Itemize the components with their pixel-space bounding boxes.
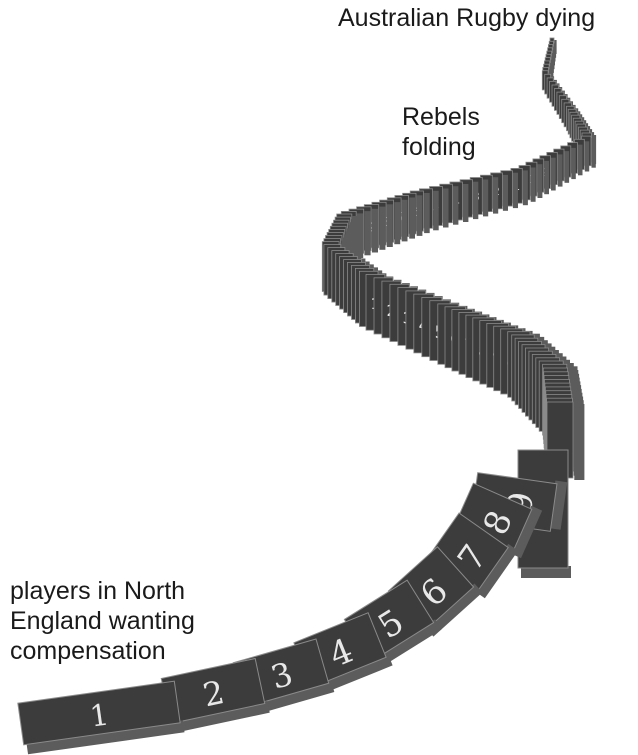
domino-side bbox=[591, 138, 596, 168]
caption-australian-rugby: Australian Rugby dying bbox=[338, 3, 595, 33]
domino-side bbox=[483, 179, 489, 217]
domino-side bbox=[544, 160, 549, 195]
domino-side bbox=[372, 619, 442, 669]
domino-side bbox=[416, 195, 423, 236]
domino-side bbox=[248, 680, 335, 716]
domino-side bbox=[502, 174, 508, 211]
domino-side bbox=[173, 700, 270, 733]
domino-side bbox=[548, 480, 568, 530]
caption-line: folding bbox=[402, 133, 476, 161]
domino-side bbox=[530, 167, 536, 202]
domino-side bbox=[510, 505, 543, 559]
caption-line: England wanting bbox=[10, 607, 195, 635]
domino-side bbox=[433, 190, 439, 231]
domino-side bbox=[493, 177, 499, 214]
domino-side bbox=[571, 147, 576, 180]
domino-side bbox=[473, 181, 479, 220]
domino-side bbox=[564, 151, 570, 183]
domino-side bbox=[512, 172, 518, 209]
caption-line: players in North bbox=[10, 577, 186, 605]
domino-side bbox=[386, 204, 393, 247]
caption-line: compensation bbox=[10, 637, 166, 665]
domino-side bbox=[521, 566, 571, 578]
domino-side bbox=[313, 654, 393, 696]
domino-side bbox=[371, 208, 378, 253]
domino-side bbox=[364, 211, 371, 256]
caption-players-compensation: players in North England wanting compens… bbox=[10, 576, 195, 666]
domino-side bbox=[379, 206, 386, 250]
domino-side bbox=[578, 144, 583, 176]
domino-side bbox=[551, 157, 556, 191]
domino-side bbox=[453, 186, 459, 225]
domino-side bbox=[425, 583, 483, 637]
domino-side bbox=[401, 199, 408, 242]
domino-side bbox=[475, 543, 519, 599]
domino-side bbox=[424, 193, 430, 234]
domino-side bbox=[574, 404, 585, 480]
caption-line: Rebels bbox=[402, 103, 480, 131]
domino-side bbox=[522, 170, 528, 206]
caption-line: Australian Rugby dying bbox=[338, 4, 596, 32]
domino-side bbox=[557, 154, 563, 187]
caption-rebels-folding: Rebels folding bbox=[402, 102, 480, 162]
domino-side bbox=[463, 184, 469, 222]
near-fallen-dominoes: 0987654321 bbox=[17, 449, 571, 755]
domino-side bbox=[443, 188, 449, 228]
domino-side bbox=[26, 720, 185, 755]
domino-face bbox=[17, 680, 181, 746]
domino-numeral: 1 bbox=[88, 697, 111, 733]
domino-side bbox=[537, 164, 543, 198]
fallen-domino: 2 bbox=[160, 657, 270, 733]
domino-side bbox=[409, 197, 415, 239]
far-domino-chain: 901234567890123456789012345678901 bbox=[321, 37, 597, 480]
domino-side bbox=[357, 213, 364, 259]
standing-domino: 3 bbox=[469, 177, 489, 217]
domino-numeral: 8 bbox=[383, 214, 391, 229]
standing-domino bbox=[459, 179, 479, 220]
domino-side bbox=[584, 141, 590, 172]
domino-side bbox=[394, 202, 401, 245]
fallen-domino: 1 bbox=[17, 680, 185, 755]
